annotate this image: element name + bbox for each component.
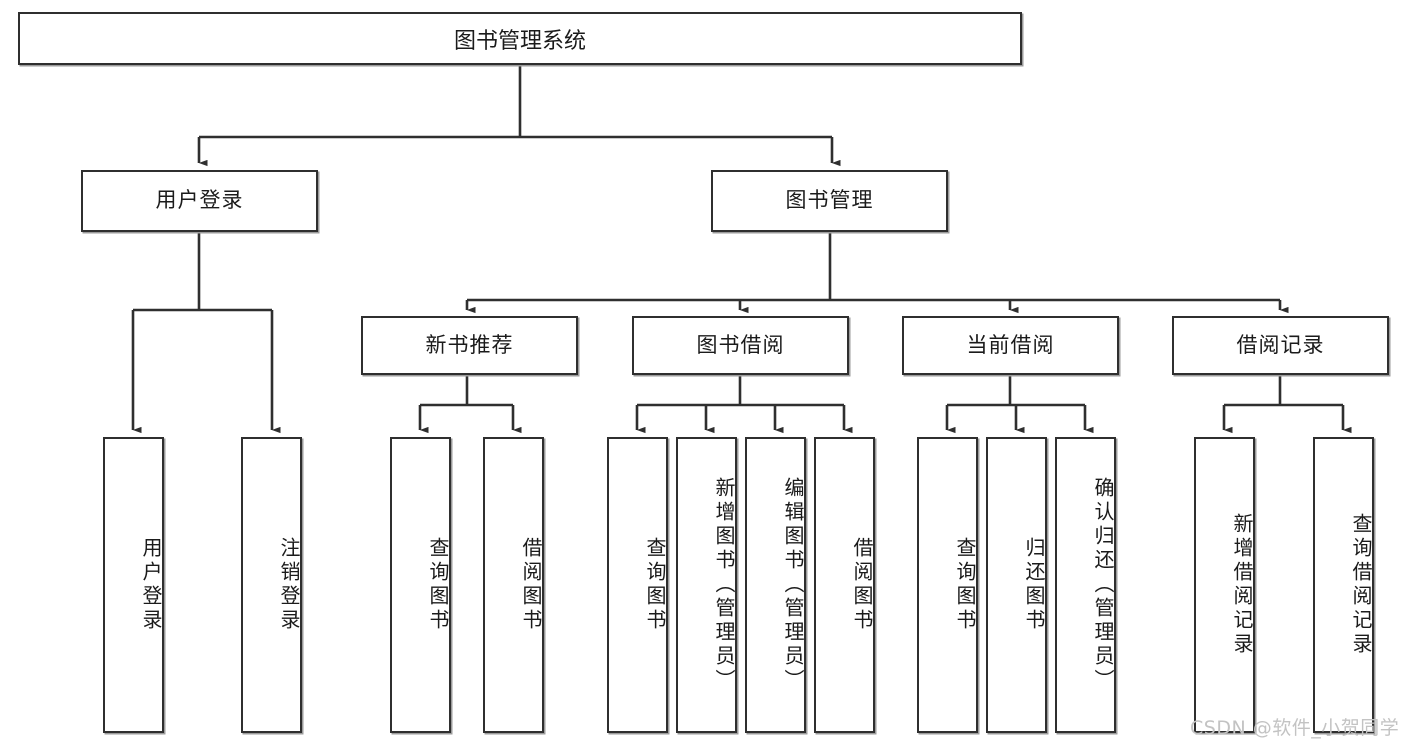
node-label: 新增图书（管理员） — [712, 477, 736, 693]
node-leaf-query-books-current[interactable]: 查询图书 — [917, 437, 978, 733]
node-label: 查询图书 — [426, 537, 450, 633]
node-label: 新增借阅记录 — [1230, 513, 1254, 657]
node-label: 图书管理系统 — [453, 28, 586, 54]
node-label: 确认归还（管理员） — [1091, 477, 1115, 693]
node-leaf-borrow-books-new[interactable]: 借阅图书 — [483, 437, 544, 733]
node-book-borrowing[interactable]: 图书借阅 — [632, 316, 849, 375]
node-label: 当前借阅 — [966, 332, 1055, 357]
node-label: 用户登录 — [139, 537, 163, 633]
node-leaf-query-books-new[interactable]: 查询图书 — [390, 437, 451, 733]
node-book-management[interactable]: 图书管理 — [711, 170, 948, 232]
node-label: 归还图书 — [1022, 537, 1046, 633]
node-leaf-borrow-books[interactable]: 借阅图书 — [814, 437, 875, 733]
node-label: 查询图书 — [643, 537, 667, 633]
node-label: 新书推荐 — [425, 332, 514, 357]
node-root-system[interactable]: 图书管理系统 — [18, 12, 1022, 65]
node-leaf-edit-book-admin[interactable]: 编辑图书（管理员） — [745, 437, 806, 733]
node-leaf-query-borrow-record[interactable]: 查询借阅记录 — [1313, 437, 1374, 733]
node-leaf-add-borrow-record[interactable]: 新增借阅记录 — [1194, 437, 1255, 733]
node-label: 注销登录 — [277, 537, 301, 633]
csdn-watermark: CSDN @软件_小贺同学 — [1190, 717, 1400, 739]
node-label: 查询借阅记录 — [1349, 513, 1373, 657]
node-label: 借阅图书 — [519, 537, 543, 633]
node-leaf-add-book-admin[interactable]: 新增图书（管理员） — [676, 437, 737, 733]
node-borrow-records[interactable]: 借阅记录 — [1172, 316, 1389, 375]
node-new-book-recommendation[interactable]: 新书推荐 — [361, 316, 578, 375]
node-leaf-user-login[interactable]: 用户登录 — [103, 437, 164, 733]
node-leaf-confirm-return-admin[interactable]: 确认归还（管理员） — [1055, 437, 1116, 733]
node-user-login[interactable]: 用户登录 — [81, 170, 318, 232]
node-label: 图书管理 — [785, 188, 874, 213]
node-label: 借阅图书 — [850, 537, 874, 633]
node-label: 查询图书 — [953, 537, 977, 633]
node-label: 编辑图书（管理员） — [781, 477, 805, 693]
node-label: 借阅记录 — [1236, 332, 1325, 357]
node-leaf-logout[interactable]: 注销登录 — [241, 437, 302, 733]
node-label: 用户登录 — [155, 188, 244, 213]
node-current-borrowing[interactable]: 当前借阅 — [902, 316, 1119, 375]
node-leaf-query-books-borrow[interactable]: 查询图书 — [607, 437, 668, 733]
node-leaf-return-books[interactable]: 归还图书 — [986, 437, 1047, 733]
node-label: 图书借阅 — [696, 332, 785, 357]
